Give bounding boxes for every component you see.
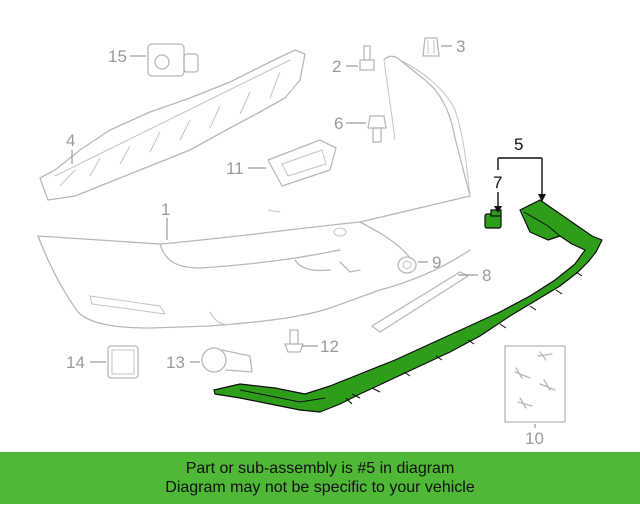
callout-4: 4 [66,131,75,150]
callout-1: 1 [161,200,170,219]
callout-3: 3 [456,37,465,56]
callout-labels: 15 2 3 4 6 11 1 9 8 12 13 14 10 5 7 [66,37,544,448]
part-15-drawing [147,43,199,77]
part-10-drawing [504,345,566,423]
part-5-valance [213,199,603,413]
banner-line-1: Part or sub-assembly is #5 in diagram [185,460,455,477]
callout-10: 10 [525,429,544,448]
part-2-drawing [359,45,375,71]
part-3-drawing [422,37,440,57]
callout-8: 8 [482,266,491,285]
part-6-drawing [367,115,387,143]
part-14-drawing [107,345,139,379]
callout-11: 11 [226,159,244,178]
part-11-drawing [267,139,337,187]
part-13-drawing [201,347,253,373]
callout-2: 2 [332,57,341,76]
callout-12: 12 [320,337,339,356]
callout-15: 15 [108,47,127,66]
callout-9: 9 [432,253,441,272]
part-12-drawing [284,329,304,353]
part-9-drawing [397,256,417,274]
info-banner: Part or sub-assembly is #5 in diagram Di… [0,452,640,504]
callout-14: 14 [66,353,85,372]
banner-line-2: Diagram may not be specific to your vehi… [165,479,475,496]
callout-5: 5 [514,135,523,154]
callout-6: 6 [334,114,343,133]
part-8-drawing [371,271,469,333]
part-7-clip [484,209,502,229]
callout-13: 13 [166,353,185,372]
parts-diagram: 15 2 3 4 6 11 1 9 8 12 13 14 10 5 7 [37,37,603,448]
callout-7: 7 [493,173,502,192]
energy-absorber-drawing [39,49,306,201]
bumper-cover-drawing [37,55,471,329]
leader-lines [71,45,546,428]
